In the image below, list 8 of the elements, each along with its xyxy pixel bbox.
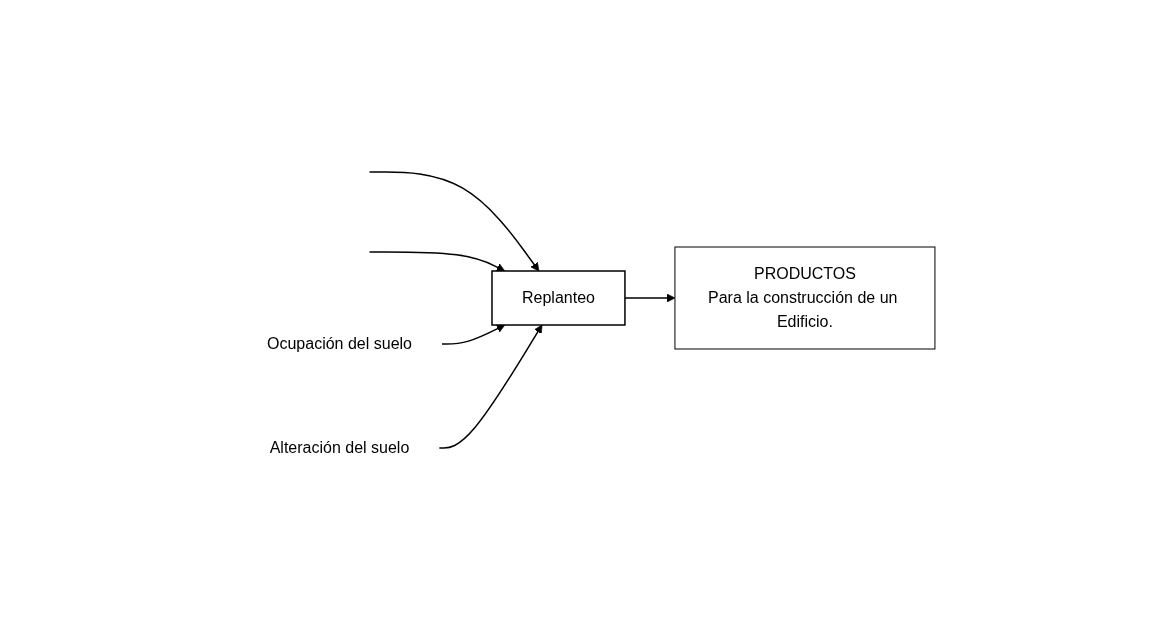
arrow <box>368 250 505 271</box>
arrow <box>438 324 542 449</box>
arrow <box>440 324 505 345</box>
arrow <box>368 170 539 271</box>
node-box: PRODUCTOS Para la construcción de un Edificio. <box>673 246 935 349</box>
node-text: Ocupación del suelo <box>266 334 412 352</box>
node-box: Replanteo <box>490 269 626 326</box>
node-text: Alteración del suelo <box>269 438 409 456</box>
